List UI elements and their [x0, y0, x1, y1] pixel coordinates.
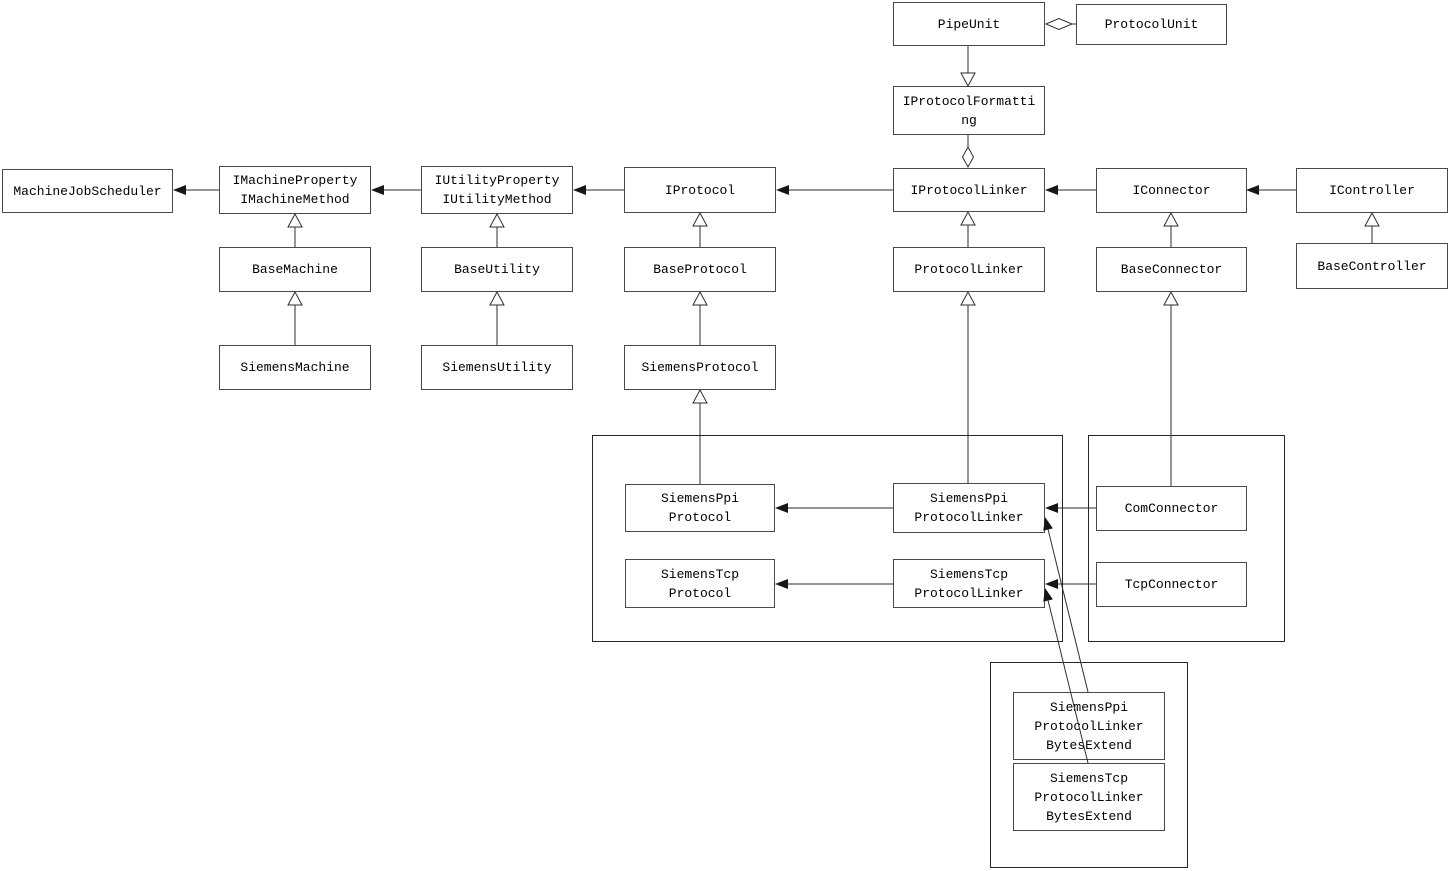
edge-imachine-to-machinejobscheduler: [173, 185, 219, 195]
edge-siemensutility-gen-baseutility: [489, 290, 505, 345]
edge-protocollinker-gen-iprotocollinker: [960, 210, 976, 247]
class-box-iprotocol-linker: IProtocolLinker: [893, 168, 1045, 212]
edge-pipeunit-real-iprotocolformatting: [960, 46, 976, 88]
class-box-siemens-tcp-protocol: SiemensTcp Protocol: [625, 559, 775, 608]
class-box-protocol-unit: ProtocolUnit: [1076, 4, 1227, 45]
class-box-iutility-interface: IUtilityProperty IUtilityMethod: [421, 166, 573, 214]
class-box-base-machine: BaseMachine: [219, 247, 371, 292]
class-box-tcp-connector: TcpConnector: [1096, 562, 1247, 607]
class-box-protocol-linker: ProtocolLinker: [893, 247, 1045, 292]
class-box-pipe-unit: PipeUnit: [893, 2, 1045, 46]
edge-icontroller-to-iconnector: [1246, 185, 1296, 195]
class-box-siemens-ppi-protocol-linker-bytes-extend: SiemensPpi ProtocolLinker BytesExtend: [1013, 692, 1165, 760]
class-box-siemens-tcp-protocol-linker: SiemensTcp ProtocolLinker: [893, 559, 1045, 608]
class-box-imachine-interface: IMachineProperty IMachineMethod: [219, 166, 371, 214]
class-box-com-connector: ComConnector: [1096, 486, 1247, 531]
class-box-base-utility: BaseUtility: [421, 247, 573, 292]
class-box-machine-job-scheduler: MachineJobScheduler: [2, 169, 173, 213]
edge-basemachine-gen-imachine: [287, 212, 303, 247]
edge-baseconnector-gen-iconnector: [1163, 211, 1179, 247]
class-box-siemens-protocol: SiemensProtocol: [624, 345, 776, 390]
group-bytes-extend-family: [990, 662, 1188, 868]
class-box-iprotocol: IProtocol: [624, 167, 776, 213]
class-box-iprotocol-formatting: IProtocolFormatti ng: [893, 86, 1045, 135]
class-box-base-controller: BaseController: [1296, 243, 1448, 289]
class-box-iconnector: IConnector: [1096, 168, 1247, 213]
class-box-base-protocol: BaseProtocol: [624, 247, 776, 292]
edge-siemensprotocol-gen-baseprotocol: [692, 290, 708, 345]
class-box-siemens-utility: SiemensUtility: [421, 345, 573, 390]
edge-baseutility-gen-iutility: [489, 212, 505, 247]
edge-iconnector-to-iprotocollinker: [1045, 185, 1096, 195]
class-box-icontroller: IController: [1296, 168, 1448, 213]
edge-pipeunit-agg-protocolunit: [1044, 17, 1076, 31]
edge-siemensmachine-gen-basemachine: [287, 290, 303, 345]
edge-basecontroller-gen-icontroller: [1364, 211, 1380, 243]
class-box-base-connector: BaseConnector: [1096, 247, 1247, 292]
class-box-siemens-machine: SiemensMachine: [219, 345, 371, 390]
edge-iprotocollinker-to-iprotocol: [776, 185, 893, 195]
class-box-siemens-ppi-protocol-linker: SiemensPpi ProtocolLinker: [893, 483, 1045, 533]
edge-baseprotocol-gen-iprotocol: [692, 211, 708, 247]
class-box-siemens-ppi-protocol: SiemensPpi Protocol: [625, 484, 775, 532]
edge-iprotocolformatting-agg-iprotocollinker: [961, 135, 975, 169]
group-connector-family: [1088, 435, 1285, 642]
edge-iutility-to-imachine: [371, 185, 421, 195]
edge-iprotocol-to-iutility: [573, 185, 624, 195]
class-box-siemens-tcp-protocol-linker-bytes-extend: SiemensTcp ProtocolLinker BytesExtend: [1013, 763, 1165, 831]
group-siemens-protocol-family: [592, 435, 1063, 642]
